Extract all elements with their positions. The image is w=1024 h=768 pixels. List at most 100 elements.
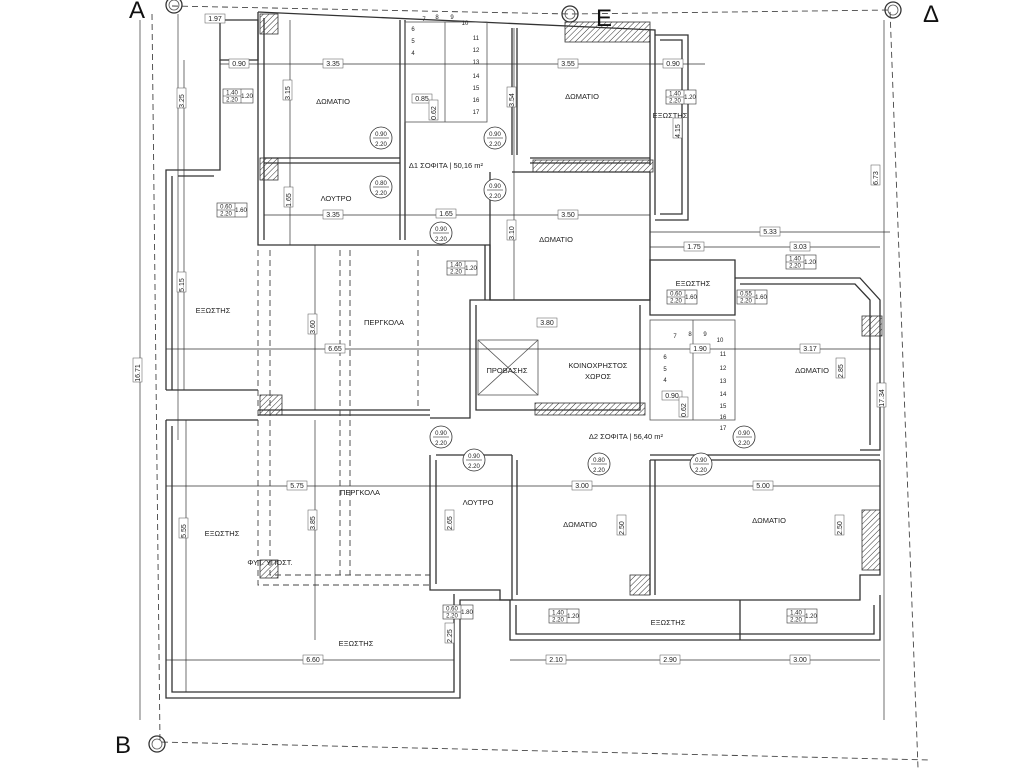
dimension-label: 5.55 [181,524,188,538]
dimension-box [324,343,346,354]
window-tag [442,604,474,620]
window-width: 0.60 [670,292,682,298]
window-sill: 1.20 [804,260,816,266]
room-label: ΕΞΩΣΤΗΣ [339,639,374,648]
door-tag [369,175,393,199]
window-height: 2.20 [670,299,682,305]
window-height: 2.20 [446,614,458,620]
dimension-box [661,390,683,401]
stair-step-number: 15 [720,404,727,410]
grid-markers [148,0,902,753]
dimension-label: 3.25 [179,94,186,108]
stair-step-number: 17 [473,110,480,116]
window-tag [665,89,697,105]
dimension-label: 1.75 [687,244,701,251]
dimension-label: 2.10 [549,657,563,664]
dimension-label: 0.85 [415,96,429,103]
window-height: 2.20 [790,618,802,624]
dimension-label: 3.50 [561,212,575,219]
door-tag [732,425,756,449]
dimension-label: 2.50 [619,521,626,535]
dimension-label: 0.90 [666,61,680,68]
window-width: 0.60 [220,205,232,211]
window-sill: 1.20 [567,614,579,620]
dimension-box [302,654,324,665]
stair-step-number: 11 [473,36,480,42]
dimension-label: 1.65 [286,193,293,207]
dimension-box [678,396,689,418]
door-width: 0.90 [375,132,387,138]
dimension-box [178,517,189,539]
dimension-label: 3.80 [540,320,554,327]
door-height: 2.20 [489,142,501,148]
dimension-box [571,480,593,491]
stair-step-number: 17 [720,426,727,432]
dimension-label: 3.54 [509,93,516,107]
door-width: 0.80 [375,181,387,187]
dimension-box [616,514,627,536]
stair-step-number: 14 [473,74,480,80]
dimension-box [683,241,705,252]
dimension-box [557,58,579,69]
window-tag [216,202,248,218]
door-tag [369,126,393,150]
dimension-label: 3.55 [561,61,575,68]
door-height: 2.20 [375,191,387,197]
door-width: 0.90 [468,454,480,460]
dimension-label: 3.17 [803,346,817,353]
dimension-box [435,208,457,219]
stair-step-number: 4 [411,51,415,57]
window-height: 2.20 [450,270,462,276]
door-width: 0.90 [489,184,501,190]
dimension-box [286,480,308,491]
window-width: 0.60 [446,607,458,613]
room-label: ΔΩΜΑΤΙΟ [316,97,350,106]
stair-step-number: 10 [717,338,724,344]
dimension-box [176,87,187,109]
door-width: 0.90 [435,227,447,233]
window-sill: 1.80 [461,610,473,616]
dimension-box [506,219,517,241]
stair-step-number: 10 [462,21,469,27]
door-tag [587,452,611,476]
dimension-box [545,654,567,665]
window-sill: 1.20 [805,614,817,620]
dimension-box [789,654,811,665]
dimension-box [789,241,811,252]
door-tag [689,452,713,476]
stair-step-number: 5 [663,367,667,373]
stair-step-number: 12 [473,48,480,54]
dimension-label: 1.90 [693,346,707,353]
dimension-box [282,79,293,101]
dimension-label: 2.85 [838,364,845,378]
window-width: 0.55 [740,292,752,298]
grid-label: A [129,0,145,24]
window-tag [446,260,478,276]
dimension-box [204,13,226,24]
dimension-box [307,509,318,531]
door-height: 2.20 [435,441,447,447]
room-label: ΔΩΜΑΤΙΟ [795,366,829,375]
door-tag [429,221,453,245]
door-height: 2.20 [468,464,480,470]
window-height: 2.20 [220,212,232,218]
grid-label: B [115,732,131,759]
stair-step-number: 13 [720,379,727,385]
window-width: 1.40 [450,263,462,269]
plot-boundary [151,5,931,768]
room-label: ΠΕΡΓΚΟΛΑ [340,488,380,497]
door-width: 0.80 [593,458,605,464]
window-sill: 1.60 [755,295,767,301]
dimension-box [444,509,455,531]
dimension-label: 6.60 [306,657,320,664]
dimension-label: 16.71 [135,364,142,382]
dimension-box [752,480,774,491]
window-height: 2.20 [669,99,681,105]
window-height: 2.20 [789,264,801,270]
dimension-box [283,186,294,208]
room-label: Δ1 ΣΟΦΙΤΑ | 50,16 m² [409,161,484,170]
staircase-1 [404,21,488,123]
stair-step-number: 5 [411,39,415,45]
dimension-label: 2.50 [837,521,844,535]
